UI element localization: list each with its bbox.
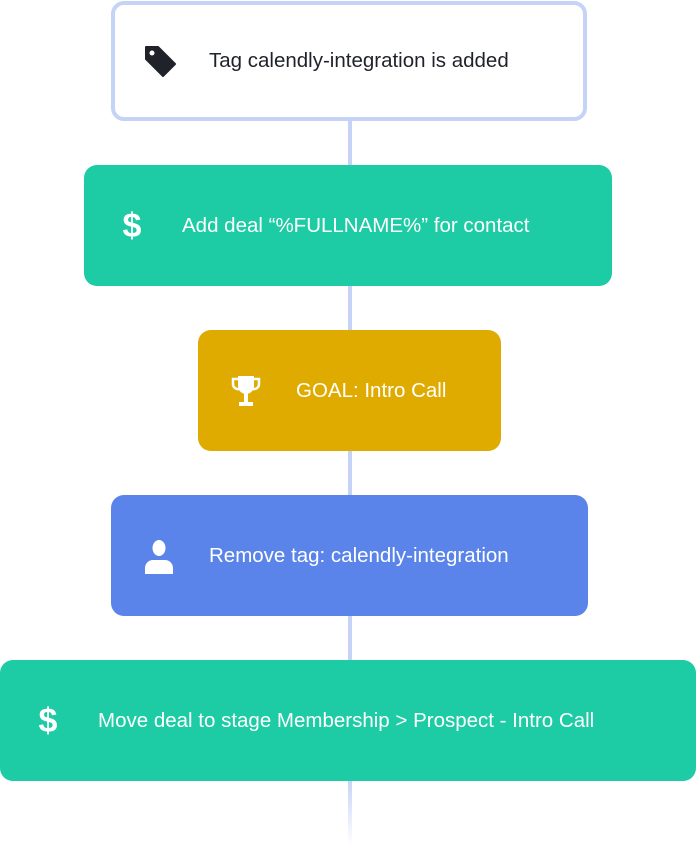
trigger-label: Tag calendly-integration is added [209,49,509,72]
connector-line [348,449,352,497]
user-icon [144,538,174,574]
step-label: Add deal “%FULLNAME%” for contact [182,213,530,237]
connector-line [348,118,352,168]
dollar-icon: $ [122,206,142,245]
connector-line [348,613,352,662]
trophy-icon [231,374,261,408]
connector-line-end [348,779,352,846]
trigger-node[interactable]: Tag calendly-integration is added [111,1,587,121]
step-remove-tag[interactable]: Remove tag: calendly-integration [111,495,588,616]
step-move-deal[interactable]: $ Move deal to stage Membership > Prospe… [0,660,696,781]
step-label: Move deal to stage Membership > Prospect… [98,708,595,732]
dollar-icon: $ [38,701,58,740]
step-label: Remove tag: calendly-integration [209,543,509,567]
tag-icon [142,43,178,79]
step-add-deal[interactable]: $ Add deal “%FULLNAME%” for contact [84,165,612,286]
connector-line [348,284,352,332]
step-goal[interactable]: GOAL: Intro Call [198,330,501,451]
step-label: GOAL: Intro Call [296,378,447,402]
